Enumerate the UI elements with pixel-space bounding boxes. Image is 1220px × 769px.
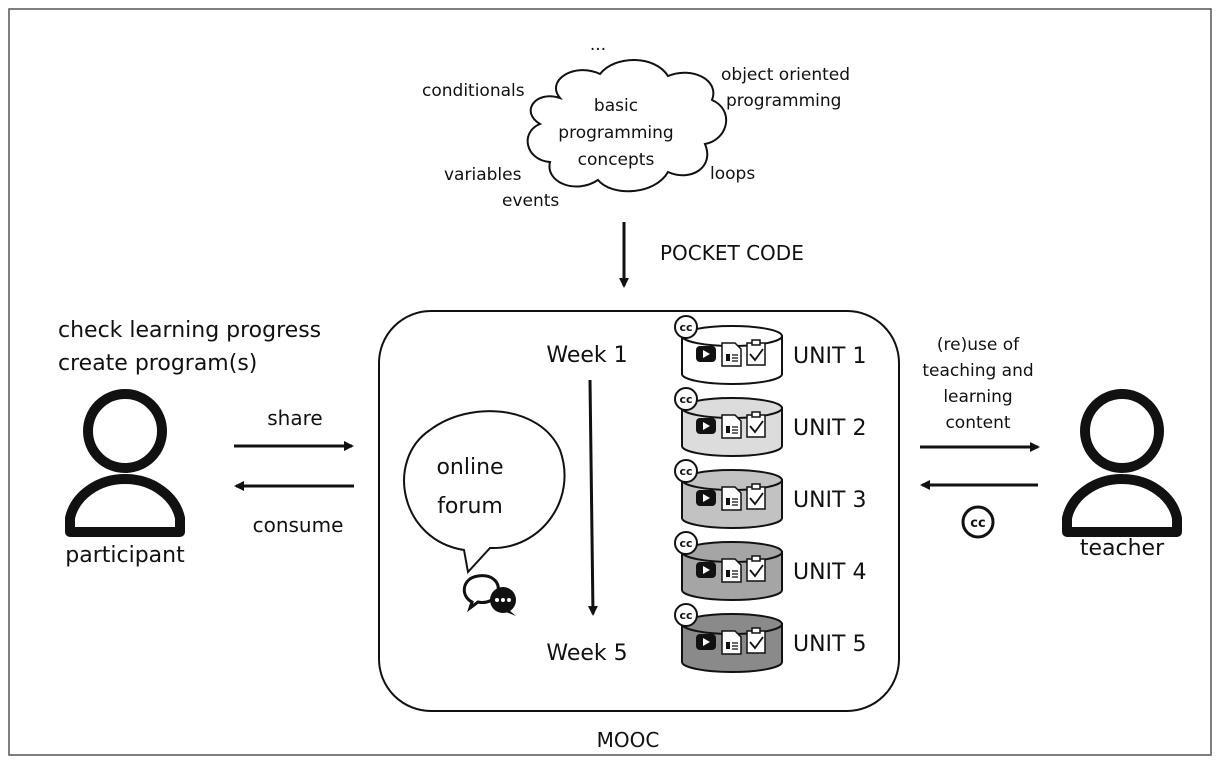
cc-badge-icon: [674, 315, 698, 339]
cc-badge-text: cc: [679, 321, 692, 334]
reuse-line-2: teaching and: [922, 361, 1033, 381]
week-timeline-arrow: [587, 379, 598, 616]
diagram-border: [8, 8, 1212, 756]
cc-badge-icon: [674, 459, 698, 483]
topic-oop-1: object oriented: [721, 65, 850, 85]
forum-line-1: online: [436, 455, 503, 480]
video-play-glyph: [703, 350, 710, 358]
check-glyph: [749, 420, 764, 434]
check-glyph: [749, 564, 764, 578]
check-glyph: [749, 636, 764, 650]
week-end-label: Week 5: [546, 641, 627, 666]
unit-label: UNIT 1: [793, 344, 866, 369]
cloud-line-2: programming: [558, 123, 673, 143]
clipboard-clip-glyph: [751, 339, 761, 346]
document-icon: [721, 630, 742, 655]
clipboard-clip-glyph: [751, 627, 761, 634]
document-lines-glyph: [732, 426, 738, 434]
participant-action-2: create program(s): [58, 351, 257, 376]
document-image-glyph: [726, 426, 730, 433]
cc-badge-text: cc: [679, 537, 692, 550]
concept-cloud: basic programming concepts: [526, 59, 728, 193]
unit-label: UNIT 3: [793, 488, 866, 513]
clipboard-icon: [746, 486, 766, 510]
pocket-code-label: POCKET CODE: [660, 241, 804, 265]
video-play-glyph: [703, 494, 710, 502]
topic-loops: loops: [710, 164, 755, 184]
cc-badge-icon: [674, 387, 698, 411]
consume-label: consume: [253, 513, 344, 537]
week-start-label: Week 1: [546, 343, 627, 368]
cc-badge-text: cc: [679, 393, 692, 406]
forum-bubble: online forum: [403, 410, 566, 575]
video-play-glyph: [703, 638, 710, 646]
document-icon: [721, 486, 742, 511]
forum-line-2: forum: [437, 494, 503, 519]
cloud-line-3: concepts: [578, 150, 655, 170]
unit-label: UNIT 2: [793, 416, 866, 441]
mooc-box: [378, 310, 900, 712]
video-play-glyph: [703, 566, 710, 574]
cc-badge-text: cc: [679, 609, 692, 622]
creative-commons-icon: cc: [961, 505, 995, 539]
document-image-glyph: [726, 498, 730, 505]
cc-badge-icon: [674, 603, 698, 627]
clipboard-icon: [746, 342, 766, 366]
unit-label: UNIT 4: [793, 560, 866, 585]
document-lines-glyph: [732, 642, 738, 650]
cc-badge-icon: [674, 531, 698, 555]
teacher-person-icon: [1062, 389, 1182, 537]
check-glyph: [749, 348, 764, 362]
document-image-glyph: [726, 354, 730, 361]
reuse-line-3: learning: [943, 387, 1012, 407]
topic-conditionals: conditionals: [422, 81, 525, 101]
document-lines-glyph: [732, 498, 738, 506]
document-image-glyph: [726, 570, 730, 577]
reuse-line-1: (re)use of: [937, 335, 1020, 355]
document-image-glyph: [726, 642, 730, 649]
topic-ellipsis: ...: [590, 35, 606, 55]
participant-label: participant: [65, 543, 185, 568]
teacher-label: teacher: [1080, 536, 1165, 561]
document-lines-glyph: [732, 354, 738, 362]
chat-icon: [462, 574, 516, 616]
check-glyph: [749, 492, 764, 506]
clipboard-clip-glyph: [751, 483, 761, 490]
reuse-line-4: content: [945, 413, 1010, 433]
clipboard-icon: [746, 414, 766, 438]
cc-badge-text: cc: [679, 465, 692, 478]
participant-person-icon: [65, 389, 185, 537]
unit-label: UNIT 5: [793, 632, 866, 657]
topic-oop-2: programming: [726, 91, 841, 111]
cc-badge-text: cc: [970, 516, 985, 531]
topic-events: events: [502, 191, 559, 211]
document-lines-glyph: [732, 570, 738, 578]
mooc-label: MOOC: [597, 728, 660, 752]
topic-variables: variables: [444, 165, 522, 185]
cloud-shape: [526, 59, 728, 193]
clipboard-clip-glyph: [751, 411, 761, 418]
clipboard-clip-glyph: [751, 555, 761, 562]
document-icon: [721, 414, 742, 439]
document-icon: [721, 342, 742, 367]
cloud-line-1: basic: [594, 96, 638, 116]
video-play-glyph: [703, 422, 710, 430]
document-icon: [721, 558, 742, 583]
clipboard-icon: [746, 558, 766, 582]
share-label: share: [267, 406, 322, 430]
participant-action-1: check learning progress: [58, 318, 321, 343]
clipboard-icon: [746, 630, 766, 654]
